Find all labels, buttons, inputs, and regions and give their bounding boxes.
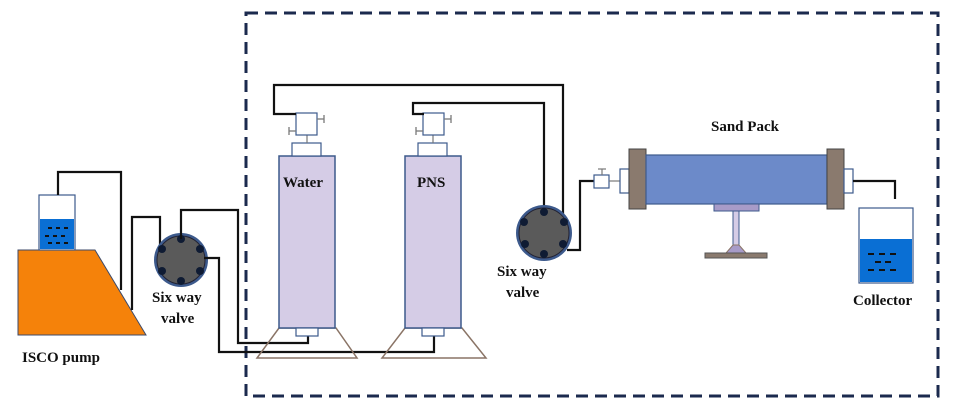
pns-cap [417, 142, 448, 157]
valve-to-pns-tube [204, 256, 436, 354]
pump-body [17, 249, 147, 336]
valve-to-water-tube [179, 208, 310, 345]
water-cap [291, 142, 322, 157]
water-cylinder [255, 112, 359, 359]
pns-outlet [421, 327, 445, 337]
water-label: Water [283, 175, 323, 191]
collector-label: Collector [853, 293, 912, 309]
valve-right-label-1: Six way [497, 264, 547, 280]
sandpack-inlet-valve[interactable] [593, 168, 620, 189]
valve-to-sandpack-tube [567, 179, 594, 252]
liquid-dashes [45, 227, 68, 244]
valve-ports [520, 208, 568, 258]
pns-valve-icon[interactable] [422, 112, 445, 136]
sandpack-mount [713, 203, 760, 212]
liquid-dashes [868, 253, 896, 271]
pns-top-tube [411, 101, 546, 210]
sandpack-tube [645, 154, 828, 205]
experimental-boundary [244, 11, 940, 398]
pump-liquid [40, 219, 74, 249]
six-way-valve-right[interactable] [516, 205, 572, 261]
sandpack-to-collector-tube [853, 179, 897, 199]
sandpack-post [732, 210, 740, 249]
sandpack-base [704, 252, 768, 259]
isco-pump-label: ISCO pump [22, 350, 100, 366]
sandpack-endcap-left [628, 148, 647, 210]
valve-right-label-2: valve [506, 285, 540, 301]
collector [858, 207, 914, 284]
sand-pack [619, 148, 854, 259]
isco-pump [17, 194, 147, 336]
water-outlet [295, 327, 319, 337]
valve-left-label-2: valve [161, 311, 195, 327]
water-top-tube [272, 83, 565, 220]
sandpack-label: Sand Pack [711, 119, 780, 135]
sandpack-endcap-right [826, 148, 845, 210]
pns-label: PNS [417, 175, 445, 191]
pump-to-valve-tube [130, 215, 162, 310]
collector-liquid [860, 239, 912, 282]
pump-reservoir-tube [56, 170, 123, 290]
six-way-valve-left[interactable] [154, 233, 208, 287]
valve-left-label-1: Six way [152, 290, 202, 306]
pns-cylinder [380, 112, 488, 359]
water-valve-icon[interactable] [295, 112, 318, 136]
